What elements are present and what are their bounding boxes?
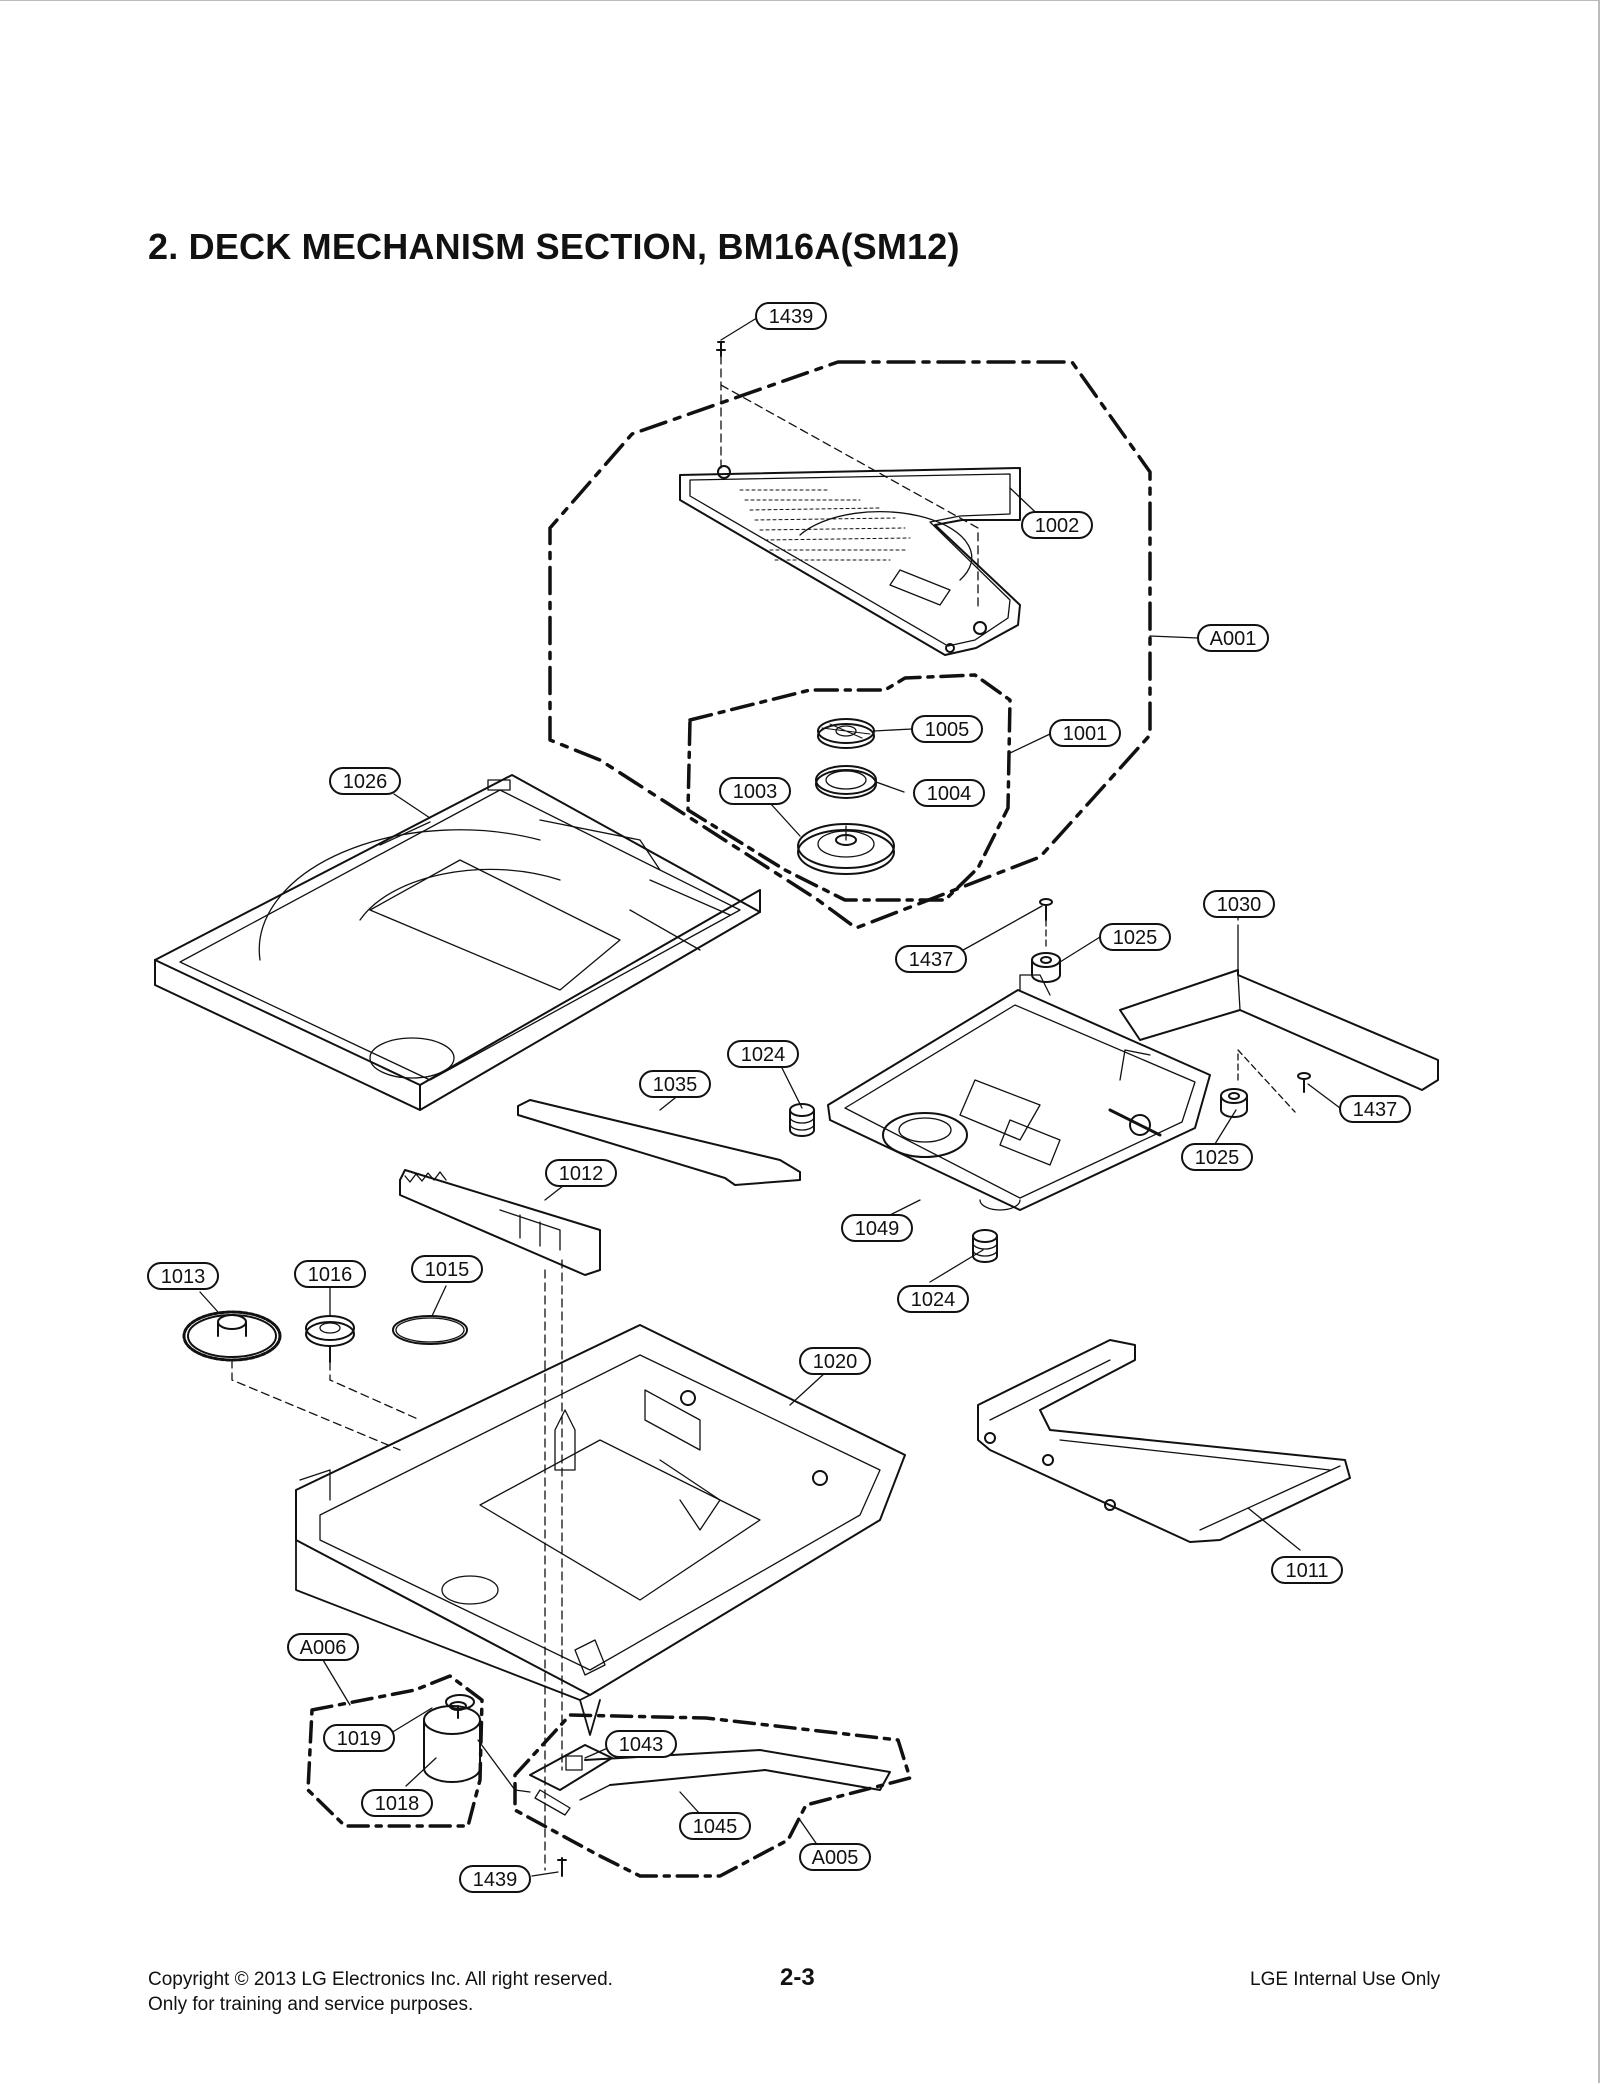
label-1437-right: 1437	[1339, 1095, 1411, 1123]
part-1020-chassis	[295, 1324, 906, 1736]
label-text: 1005	[925, 719, 970, 741]
label-1439-bottom: 1439	[459, 1865, 531, 1893]
part-1011-slide-frame	[977, 1339, 1351, 1543]
screw-1439-top	[716, 341, 979, 611]
part-1045-flex-cable	[579, 1749, 891, 1801]
group-outline-1001	[686, 673, 1012, 902]
label-1016: 1016	[294, 1260, 366, 1288]
label-1019: 1019	[323, 1724, 395, 1752]
label-1015: 1015	[411, 1255, 483, 1283]
label-1020: 1020	[799, 1347, 871, 1375]
label-text: A006	[300, 1637, 347, 1659]
part-1019-motor-pulley	[445, 1694, 475, 1710]
label-text: 1045	[693, 1816, 738, 1838]
label-1002: 1002	[1021, 511, 1093, 539]
label-text: 1001	[1063, 723, 1108, 745]
part-1018-motor	[423, 1701, 481, 1783]
part-1035-flat-cable	[517, 1099, 801, 1186]
label-1012: 1012	[545, 1159, 617, 1187]
label-text: 1437	[1353, 1099, 1398, 1121]
footer-copyright: Copyright © 2013 LG Electronics Inc. All…	[148, 1967, 613, 2017]
label-text: 1015	[425, 1259, 470, 1281]
label-text: 1004	[927, 783, 972, 805]
label-1024-top: 1024	[727, 1040, 799, 1068]
label-text: 1030	[1217, 894, 1262, 916]
label-text: A005	[812, 1847, 859, 1869]
part-1005-clamper	[817, 718, 875, 749]
label-1005: 1005	[911, 715, 983, 743]
part-1016-pulley	[305, 1315, 421, 1421]
part-1024-damper-top	[789, 1103, 815, 1137]
label-text: 1011	[1285, 1560, 1328, 1582]
part-1003-turntable	[797, 823, 895, 875]
part-1015-belt	[392, 1315, 468, 1345]
label-text: 1019	[337, 1728, 382, 1750]
screw-1437-left	[1039, 898, 1053, 951]
label-1043: 1043	[605, 1730, 677, 1758]
label-a001: A001	[1197, 624, 1269, 652]
label-text: 1013	[161, 1266, 206, 1288]
label-a005: A005	[799, 1843, 871, 1871]
label-1049: 1049	[841, 1214, 913, 1242]
label-1025-top: 1025	[1099, 923, 1171, 951]
part-1030-ffc-cable	[1119, 924, 1439, 1091]
label-text: 1025	[1195, 1147, 1240, 1169]
label-1001: 1001	[1049, 719, 1121, 747]
part-1002-clamp-plate	[679, 465, 1021, 656]
label-text: 1003	[733, 781, 778, 803]
label-1013: 1013	[147, 1262, 219, 1290]
label-1439-top: 1439	[755, 302, 827, 330]
part-1012-rack-slider	[399, 1169, 601, 1276]
label-text: 1016	[308, 1264, 353, 1286]
label-text: 1049	[855, 1218, 900, 1240]
label-1026: 1026	[329, 767, 401, 795]
label-a006: A006	[287, 1633, 359, 1661]
label-1035: 1035	[639, 1070, 711, 1098]
part-1024-damper-bottom	[972, 1229, 998, 1263]
screw-1439-bottom	[557, 1857, 567, 1877]
part-1026-disc-tray	[154, 774, 761, 1111]
label-text: A001	[1210, 628, 1257, 650]
label-1030: 1030	[1203, 890, 1275, 918]
label-1437-left: 1437	[895, 945, 967, 973]
label-text: 1020	[813, 1351, 858, 1373]
label-text: 1035	[653, 1074, 698, 1096]
motor-wire	[477, 1739, 531, 1793]
label-1018: 1018	[361, 1789, 433, 1817]
label-1025-bottom: 1025	[1181, 1143, 1253, 1171]
page-title: 2. DECK MECHANISM SECTION, BM16A(SM12)	[148, 226, 960, 267]
label-text: 1012	[559, 1163, 604, 1185]
part-1043-sensor-board	[529, 1744, 613, 1816]
label-1004: 1004	[913, 779, 985, 807]
label-1045: 1045	[679, 1812, 751, 1840]
purpose-text: Only for training and service purposes.	[148, 1994, 474, 2015]
label-text: 1025	[1113, 927, 1158, 949]
group-outline-a001	[548, 360, 1152, 930]
label-1011: 1011	[1271, 1556, 1343, 1584]
part-1004-ring	[815, 765, 877, 799]
part-1025-damper-right	[1220, 1049, 1296, 1118]
part-1013-gear	[182, 1310, 401, 1451]
label-text: 1437	[909, 949, 954, 971]
label-text: 1018	[375, 1793, 420, 1815]
page-number: 2-3	[780, 1964, 815, 1991]
label-text: 1024	[741, 1044, 786, 1066]
label-text: 1002	[1035, 515, 1080, 537]
screw-1437-right	[1297, 1072, 1311, 1093]
label-1003: 1003	[719, 777, 791, 805]
label-text: 1024	[911, 1289, 956, 1311]
label-text: 1026	[343, 771, 388, 793]
label-text: 1439	[769, 306, 814, 328]
group-outline-a005	[513, 1713, 912, 1878]
label-text: 1043	[619, 1734, 664, 1756]
part-1025-damper-top	[1031, 952, 1061, 983]
group-outline-a006	[306, 1674, 484, 1828]
label-1024-bottom: 1024	[897, 1285, 969, 1313]
part-1049-loader	[827, 974, 1211, 1211]
internal-use-notice: LGE Internal Use Only	[1250, 1969, 1441, 1990]
label-text: 1439	[473, 1869, 518, 1891]
copyright-text: Copyright © 2013 LG Electronics Inc. All…	[148, 1969, 613, 1990]
